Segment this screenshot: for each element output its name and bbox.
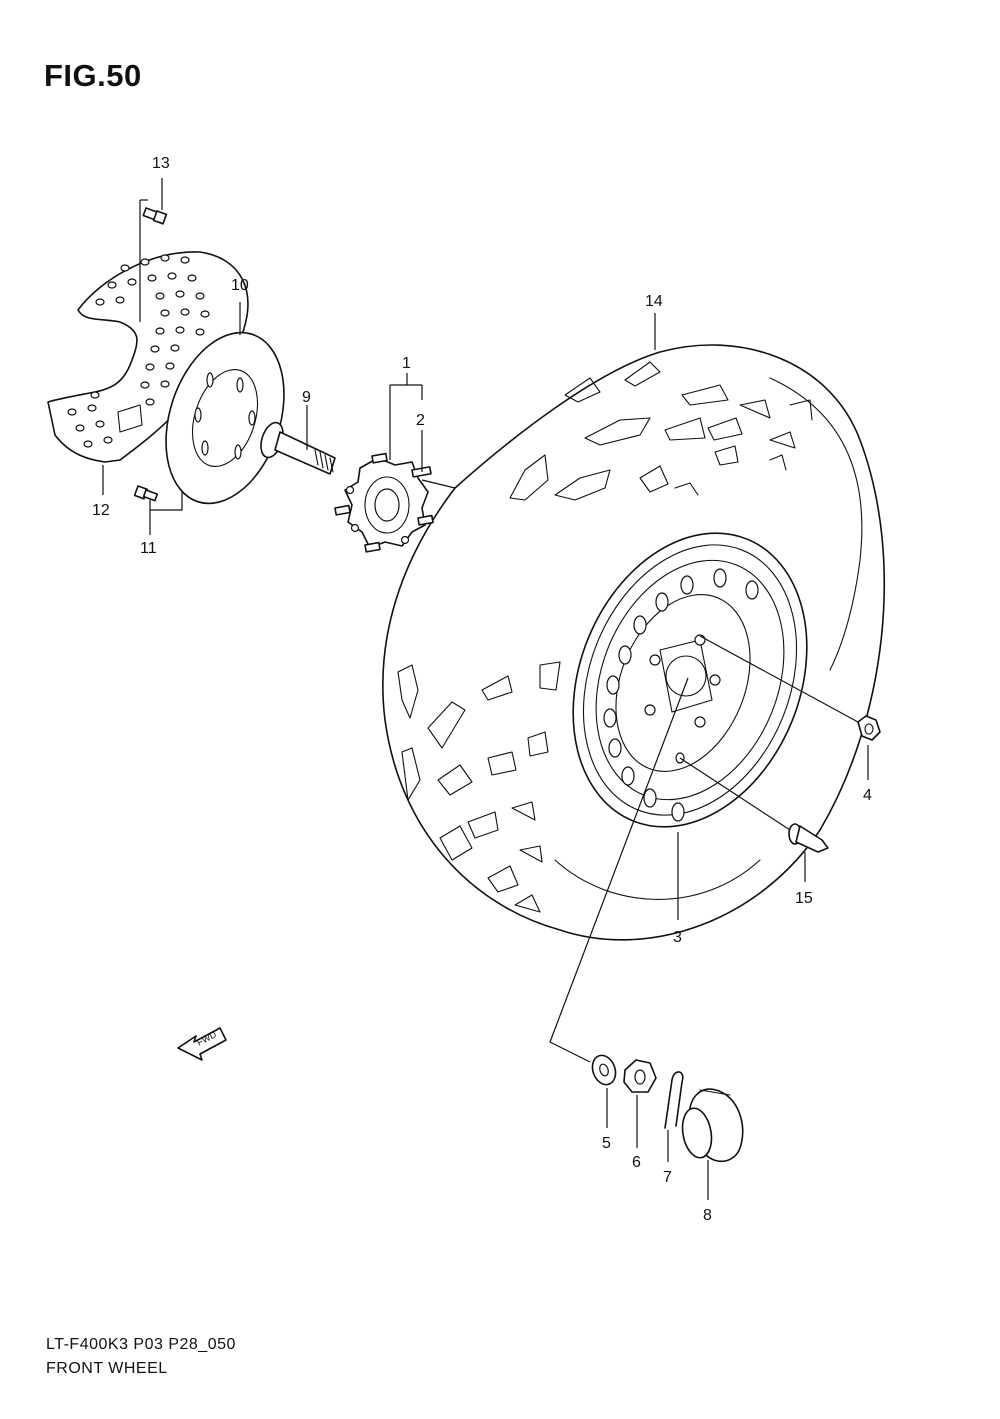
callout-13: 13 [152, 155, 170, 172]
tire [382, 344, 886, 941]
callout-7: 7 [663, 1169, 672, 1186]
wheel-rim [572, 532, 808, 828]
callout-2: 2 [416, 412, 425, 429]
leader-lines [102, 178, 869, 1200]
brake-disc-guard [47, 251, 249, 463]
callout-6: 6 [632, 1154, 641, 1171]
diagram-code: LT-F400K3 P03 P28_050 [46, 1336, 236, 1353]
callout-10: 10 [231, 277, 249, 294]
wheel-studs [334, 452, 434, 553]
callout-1: 1 [402, 355, 411, 372]
callout-11: 11 [140, 540, 157, 557]
callout-numbers: 13 10 1 2 9 14 12 11 4 15 3 5 6 7 8 [92, 155, 872, 1224]
hub-cap [681, 1088, 744, 1163]
callout-12: 12 [92, 502, 110, 519]
fwd-arrow-icon: FWD [177, 1027, 227, 1061]
rim-vent-holes [603, 568, 759, 822]
figure-title: FIG.50 [44, 58, 142, 93]
callout-9: 9 [302, 389, 311, 406]
washer [591, 1054, 617, 1086]
cotter-pin [664, 1071, 684, 1129]
callout-4: 4 [863, 787, 872, 804]
callout-14: 14 [645, 293, 663, 310]
wheel-nut [857, 715, 881, 741]
spindle [260, 421, 336, 475]
tire-valve [788, 823, 829, 853]
callout-3: 3 [673, 929, 682, 946]
bolt-13 [142, 207, 168, 225]
wheel-hub [344, 457, 429, 549]
callout-8: 8 [703, 1207, 712, 1224]
castle-nut [623, 1059, 657, 1093]
diagram-name: FRONT WHEEL [46, 1360, 168, 1377]
callout-5: 5 [602, 1135, 611, 1152]
guard-holes [67, 254, 210, 448]
bolt-11 [133, 485, 159, 502]
brake-disc [165, 331, 285, 505]
callout-15: 15 [795, 890, 813, 907]
